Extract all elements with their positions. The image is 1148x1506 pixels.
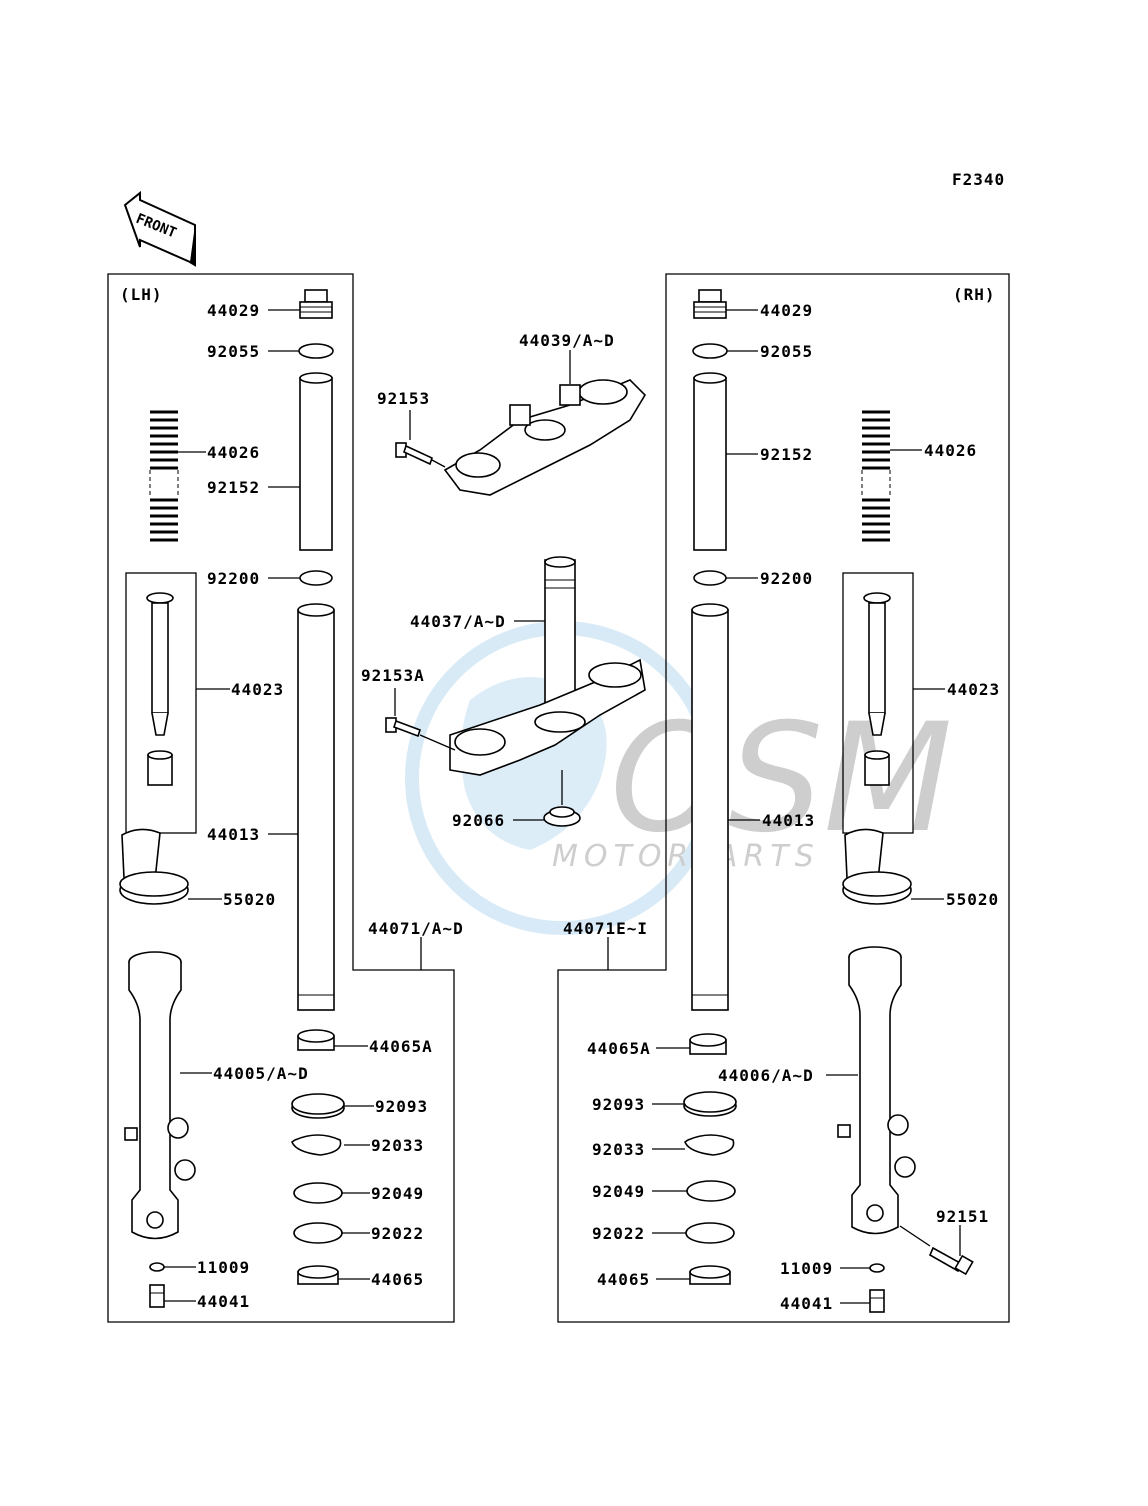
lh-outer-tube-44013 — [297, 603, 335, 1011]
rh-label-92152: 92152 — [760, 445, 813, 464]
lh-label-11009: 11009 — [197, 1258, 250, 1277]
lh-bolt-44041 — [149, 1284, 165, 1308]
rh-label-44023: 44023 — [947, 680, 1000, 699]
rh-bolt-44041 — [869, 1289, 885, 1313]
rh-label-44065: 44065 — [597, 1270, 650, 1289]
upper-bracket-44039 — [443, 379, 647, 496]
cap-92066 — [543, 806, 581, 827]
lh-label-92022: 92022 — [371, 1224, 424, 1243]
rh-spring-44026 — [861, 410, 891, 542]
lh-label-92093: 92093 — [375, 1097, 428, 1116]
rh-label-55020: 55020 — [946, 890, 999, 909]
lh-spring-44026 — [149, 410, 179, 542]
rh-bush-44065 — [689, 1265, 731, 1285]
label-92153A: 92153A — [361, 666, 425, 685]
rh-cartridge-44023 — [863, 592, 891, 786]
rh-fork-leg-44006 — [837, 946, 916, 1235]
rh-label-44041: 44041 — [780, 1294, 833, 1313]
lh-tube-92152 — [299, 372, 333, 551]
rh-clip-92033 — [684, 1134, 735, 1156]
lh-washer-92200 — [299, 570, 333, 586]
rh-label-44029: 44029 — [760, 301, 813, 320]
rh-label-92033: 92033 — [592, 1140, 645, 1159]
lh-label-44026: 44026 — [207, 443, 260, 462]
lh-side-label: (LH) — [120, 285, 163, 304]
lh-label-44041: 44041 — [197, 1292, 250, 1311]
lh-clip-92033 — [291, 1134, 342, 1156]
rh-seal-92049 — [686, 1180, 736, 1202]
bolt-92153 — [395, 442, 433, 466]
watermark-brand: OSM — [610, 692, 953, 866]
lh-label-92055: 92055 — [207, 342, 260, 361]
rh-label-92022: 92022 — [592, 1224, 645, 1243]
rh-label-92093: 92093 — [592, 1095, 645, 1114]
lh-seal-92049 — [293, 1182, 343, 1204]
rh-label-44006: 44006/A~D — [718, 1066, 814, 1085]
lh-label-44013: 44013 — [207, 825, 260, 844]
rh-oring-92055 — [692, 343, 728, 359]
lh-label-44023: 44023 — [231, 680, 284, 699]
rh-label-92200: 92200 — [760, 569, 813, 588]
lh-cartridge-box — [125, 572, 197, 834]
label-92066: 92066 — [452, 811, 505, 830]
lh-fork-cap-44029 — [299, 289, 333, 319]
label-44071E: 44071E~I — [563, 919, 648, 938]
lh-label-44065A: 44065A — [369, 1037, 433, 1056]
lh-label-55020: 55020 — [223, 890, 276, 909]
rh-tube-92152 — [693, 372, 727, 551]
lh-fork-leg-44005 — [124, 951, 196, 1240]
label-44037: 44037/A~D — [410, 612, 506, 631]
lh-label-44005: 44005/A~D — [213, 1064, 309, 1083]
watermark-subtitle: MOTORPARTS — [552, 839, 820, 874]
lh-frame — [107, 273, 455, 1323]
lh-label-92152: 92152 — [207, 478, 260, 497]
lh-bush-44065A — [297, 1029, 335, 1051]
rh-bush-44065A — [689, 1033, 727, 1055]
rh-label-44065A: 44065A — [587, 1039, 651, 1058]
bolt-92153A — [385, 717, 422, 738]
label-44039: 44039/A~D — [519, 331, 615, 350]
rh-label-92049: 92049 — [592, 1182, 645, 1201]
rh-outer-tube-44013 — [691, 603, 729, 1011]
front-arrow-icon: FRONT — [123, 190, 196, 267]
lh-label-92049: 92049 — [371, 1184, 424, 1203]
rh-washer-92022 — [685, 1222, 735, 1244]
rh-seal-92093 — [683, 1091, 737, 1117]
lh-washer-11009 — [149, 1262, 165, 1272]
rh-washer-92200 — [693, 570, 727, 586]
lh-washer-92022 — [293, 1222, 343, 1244]
lh-label-44029: 44029 — [207, 301, 260, 320]
lh-oring-92055 — [298, 343, 334, 359]
rh-label-44026: 44026 — [924, 441, 977, 460]
stem-bracket-44037 — [449, 556, 646, 776]
lh-label-92200: 92200 — [207, 569, 260, 588]
lh-seal-92093 — [291, 1093, 345, 1119]
lh-cartridge-44023 — [146, 592, 174, 786]
rh-label-11009: 11009 — [780, 1259, 833, 1278]
rh-washer-11009 — [869, 1263, 885, 1273]
rh-label-44013: 44013 — [762, 811, 815, 830]
label-92153: 92153 — [377, 389, 430, 408]
lh-label-44065: 44065 — [371, 1270, 424, 1289]
lh-bush-44065 — [297, 1265, 339, 1285]
label-44071: 44071/A~D — [368, 919, 464, 938]
rh-label-92151: 92151 — [936, 1207, 989, 1226]
figure-code: F2340 — [952, 170, 1005, 189]
rh-frame — [557, 273, 1010, 1323]
rh-label-92055: 92055 — [760, 342, 813, 361]
rh-side-label: (RH) — [953, 285, 996, 304]
rh-bolt-92151 — [928, 1246, 974, 1276]
lh-guard-55020 — [119, 828, 189, 905]
rh-guard-55020 — [842, 828, 912, 905]
rh-fork-cap-44029 — [693, 289, 727, 319]
lh-label-92033: 92033 — [371, 1136, 424, 1155]
